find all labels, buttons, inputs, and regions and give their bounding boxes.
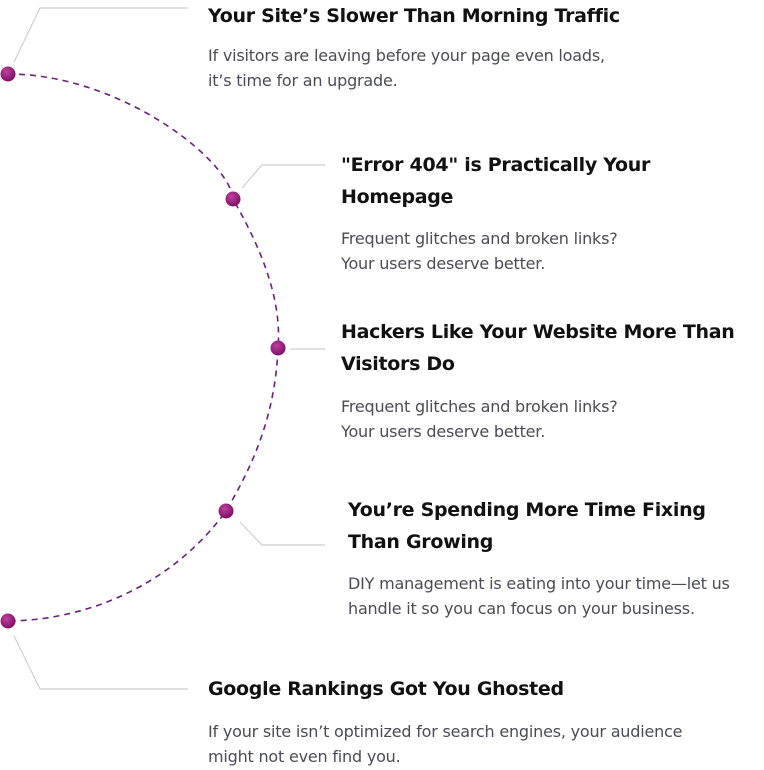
dashed-timeline-arc: [7, 73, 280, 622]
timeline-item-2: "Error 404" is Practically Your Homepage…: [341, 149, 764, 276]
item-4-title-line-2: Than Growing: [348, 531, 494, 553]
item-4-title-line-1: You’re Spending More Time Fixing: [348, 499, 706, 521]
item-3-title-line-2: Visitors Do: [341, 353, 455, 375]
timeline-item-5: Google Rankings Got You Ghosted If your …: [208, 673, 682, 769]
item-5-description-line-2: might not even find you.: [208, 747, 401, 766]
timeline-item-1: Your Site’s Slower Than Morning Traffic …: [208, 0, 620, 93]
item-5-description-line-1: If your site isn’t optimized for search …: [208, 722, 683, 741]
timeline-node-5: [0, 613, 16, 629]
item-3-description-line-1: Frequent glitches and broken links?: [341, 397, 618, 416]
item-1-description-line-1: If visitors are leaving before your page…: [208, 46, 605, 65]
item-1-title: Your Site’s Slower Than Morning Traffic: [208, 5, 620, 27]
connector-line-4: [239, 521, 325, 546]
timeline-node-2: [225, 191, 241, 207]
item-2-description-line-1: Frequent glitches and broken links?: [341, 229, 618, 248]
item-1-description-line-2: it’s time for an upgrade.: [208, 71, 398, 90]
timeline-node-3: [270, 340, 286, 356]
item-3-title-line-1: Hackers Like Your Website More Than: [341, 321, 735, 343]
timeline-node-1: [0, 66, 16, 82]
timeline-node-4: [218, 503, 234, 519]
item-4-description-line-1: DIY management is eating into your time—…: [348, 574, 730, 593]
item-2-title: "Error 404" is Practically Your Homepage: [341, 154, 651, 208]
item-3-description-line-2: Your users deserve better.: [341, 422, 546, 441]
connector-line-1: [13, 7, 188, 63]
timeline-item-4: You’re Spending More Time Fixing Than Gr…: [348, 494, 730, 621]
connector-line-2: [241, 164, 325, 189]
item-4-description-line-2: handle it so you can focus on your busin…: [348, 599, 695, 618]
item-5-title: Google Rankings Got You Ghosted: [208, 678, 564, 700]
item-2-description-line-2: Your users deserve better.: [341, 254, 546, 273]
timeline-item-3: Hackers Like Your Website More Than Visi…: [341, 316, 735, 444]
connector-line-5: [13, 635, 188, 690]
